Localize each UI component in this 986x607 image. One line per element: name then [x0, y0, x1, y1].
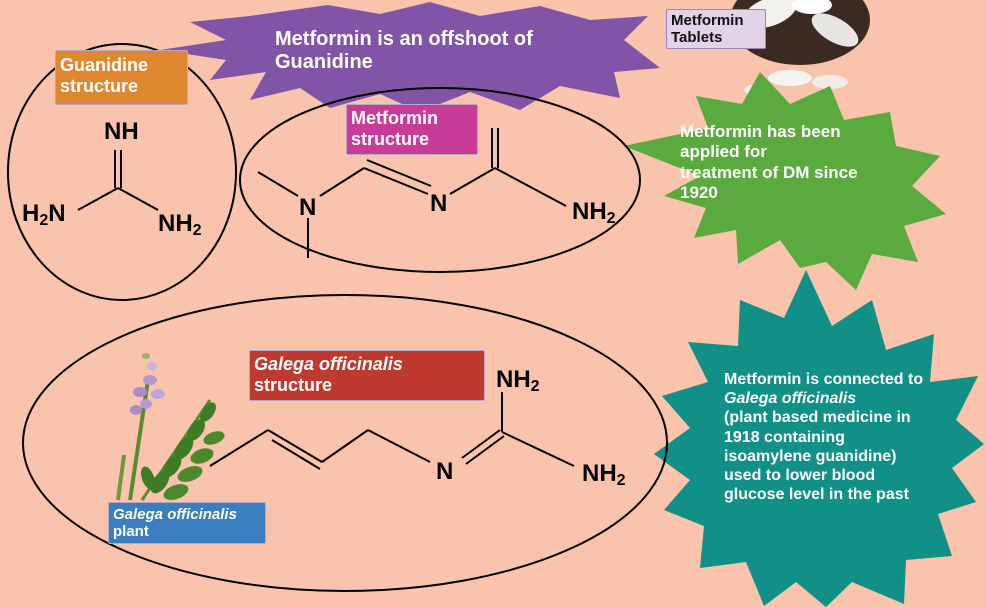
- connection-burst-shape: [654, 270, 984, 607]
- history-line3: treatment of DM since: [680, 162, 858, 182]
- galega-structure-label-line1: Galega officinalis: [254, 354, 403, 374]
- galega-structure-label: Galega officinalis structure: [249, 350, 485, 401]
- offshoot-burst-shape: [160, 2, 660, 112]
- metformin-label-line2: structure: [351, 128, 430, 149]
- guanidine-atom-nh2: NH2: [158, 210, 202, 239]
- history-line2: applied for: [680, 142, 767, 162]
- history-line4: 1920: [680, 183, 718, 203]
- offshoot-title: Metformin is an offshoot of Guanidine: [275, 28, 533, 74]
- metformin-bonds: [257, 128, 567, 258]
- galega-plant-label: Galega officinalis plant: [108, 502, 266, 544]
- connection-line6: used to lower blood: [724, 466, 876, 484]
- tablets-label-line1: Metformin: [671, 12, 744, 29]
- guanidine-label-line2: structure: [60, 75, 139, 96]
- history-text: Metformin has been applied for treatment…: [680, 122, 858, 204]
- guanidine-atom-nh: NH: [104, 118, 139, 145]
- connection-line1: Metformin is connected to: [724, 371, 924, 388]
- galega-plant-label-line1: Galega officinalis: [113, 506, 237, 523]
- metformin-label-line1: Metformin: [351, 108, 438, 128]
- connection-line3: (plant based medicine in: [724, 409, 911, 427]
- offshoot-title-line2: Guanidine: [275, 51, 373, 73]
- galega-atom-nh2: NH2: [582, 460, 626, 489]
- history-line1: Metformin has been: [680, 122, 841, 141]
- connection-line7: glucose level in the past: [724, 486, 909, 504]
- guanidine-ellipse: [7, 43, 237, 301]
- connection-text: Metformin is connected to Galega officin…: [724, 370, 923, 504]
- galega-atom-nh2-top: NH2: [496, 366, 540, 395]
- galega-plant-icon: [116, 353, 225, 501]
- tablets-label: Metformin Tablets: [666, 9, 766, 49]
- guanidine-label-line1: Guanidine: [60, 55, 149, 75]
- metformin-atom-n2: N: [430, 190, 448, 217]
- connection-line2: Galega officinalis: [724, 390, 857, 408]
- guanidine-bonds: [77, 150, 159, 211]
- connection-line5: isoamylene guanidine): [724, 447, 897, 465]
- tablets-label-line2: Tablets: [671, 29, 723, 47]
- galega-structure-label-line2: structure: [254, 374, 333, 395]
- metformin-label: Metformin structure: [346, 104, 478, 155]
- guanidine-atom-h2n: H2N: [22, 200, 66, 229]
- galega-ellipse: [22, 294, 668, 592]
- metformin-atom-n1: N: [299, 194, 317, 221]
- galega-bonds: [209, 392, 575, 470]
- metformin-ellipse: [239, 87, 641, 273]
- history-burst-shape: [624, 72, 946, 290]
- galega-plant-label-line2: plant: [113, 523, 149, 541]
- metformin-atom-nh2: NH2: [572, 198, 616, 227]
- connection-line4: 1918 containing: [724, 428, 845, 446]
- galega-atom-n: N: [436, 458, 454, 485]
- offshoot-title-line1: Metformin is an offshoot of: [275, 28, 533, 50]
- guanidine-label: Guanidine structure: [55, 50, 188, 105]
